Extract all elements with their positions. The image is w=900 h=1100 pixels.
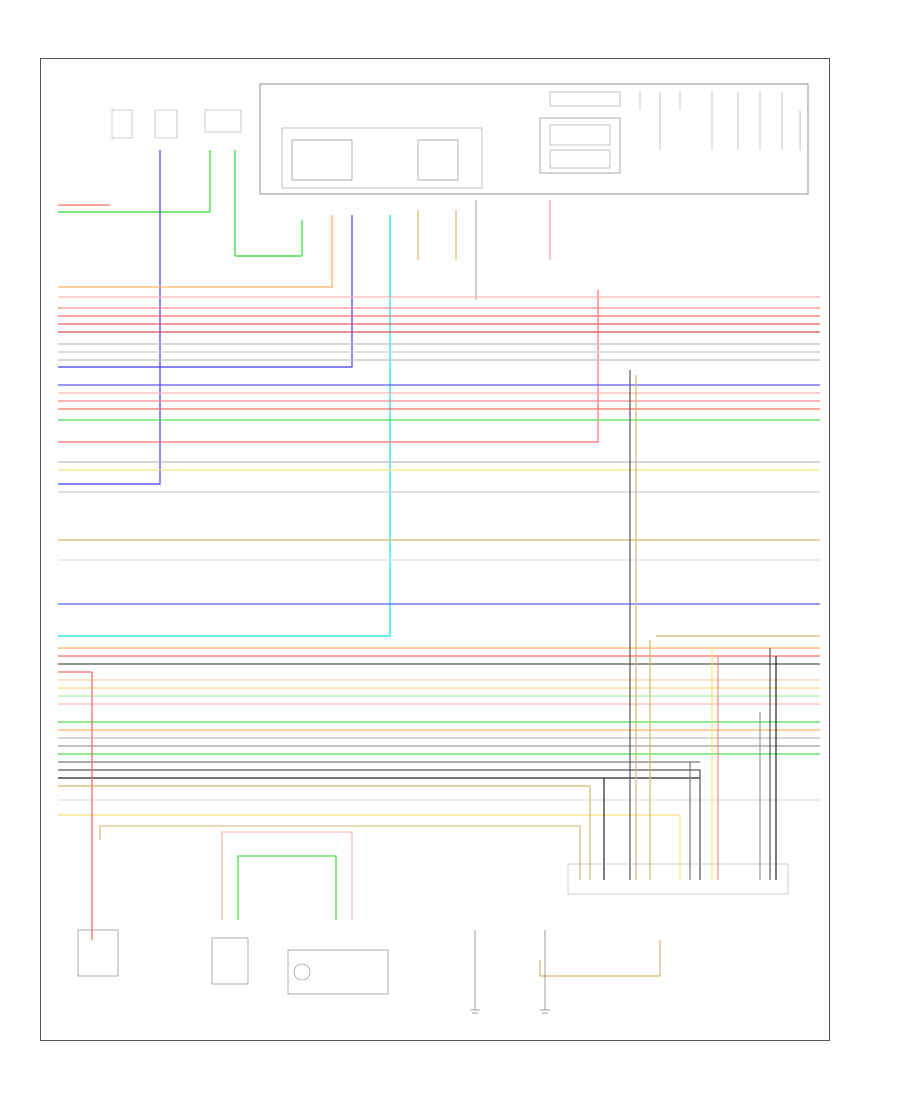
wire-cyan-top: [58, 215, 391, 637]
ground-symbols: [470, 930, 550, 1014]
bottom-motor-icon: [293, 963, 311, 981]
wire-blue-top: [58, 215, 353, 368]
left-connector-c: [204, 109, 242, 133]
display-inner-box-2: [549, 149, 611, 169]
relay-box-a: [291, 139, 353, 181]
bottom-module-box: [287, 949, 389, 995]
wire-pink-bottom: [221, 831, 353, 920]
diagram-frame: [40, 58, 830, 1041]
display-module-box: [539, 117, 621, 174]
display-inner-box: [549, 124, 611, 146]
wire-red-ret: [58, 290, 599, 443]
relay-box-b: [417, 139, 459, 181]
wire-green-bottom: [237, 855, 337, 920]
left-connector-a: [111, 109, 133, 139]
wire-tan-bottom-2: [539, 940, 661, 977]
wire-tan-bottom: [99, 825, 581, 880]
left-connector-b: [154, 109, 178, 139]
wire-orange-top: [58, 215, 333, 288]
harness-bus: [58, 296, 820, 816]
fuse-block-box: [281, 127, 483, 189]
header-tab: [549, 91, 621, 107]
wire-red-bottom: [58, 671, 93, 940]
wire-blue-left: [58, 150, 161, 485]
bottom-right-connector: [567, 863, 789, 895]
right-vertical-drops: [589, 370, 820, 880]
top-right-ticks: [639, 92, 801, 150]
control-module-box: [259, 83, 809, 195]
bottom-switch-box: [77, 929, 119, 977]
bottom-relay-box: [211, 937, 249, 985]
